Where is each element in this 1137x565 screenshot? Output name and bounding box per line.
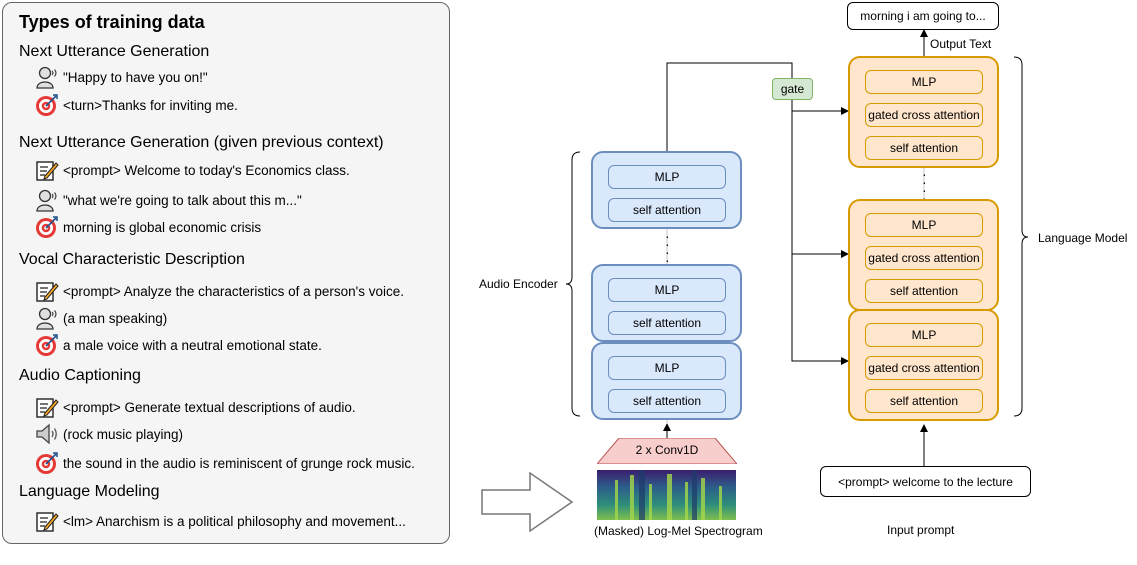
section-title: Next Utterance Generation bbox=[19, 43, 210, 60]
section-title: Next Utterance Generation (given previou… bbox=[19, 134, 384, 151]
gate-box: gate bbox=[772, 78, 813, 100]
language-model-label: Language Model bbox=[1038, 231, 1128, 245]
target-icon bbox=[35, 333, 59, 357]
encoder-layer-block: MLP self attention bbox=[591, 151, 742, 229]
mlp-layer: MLP bbox=[608, 278, 726, 302]
audio-encoder-label: Audio Encoder bbox=[479, 277, 558, 291]
lm-layer-block: MLP gated cross attention self attention bbox=[848, 56, 999, 168]
list-item: <prompt> Generate textual descriptions o… bbox=[35, 395, 356, 419]
section-title: Audio Captioning bbox=[19, 367, 141, 384]
row-text: (rock music playing) bbox=[63, 426, 184, 442]
row-text: (a man speaking) bbox=[63, 310, 168, 326]
self-attention-layer: self attention bbox=[865, 279, 983, 303]
ellipsis-dots: ···· bbox=[922, 166, 927, 206]
speaker-person-icon bbox=[35, 188, 59, 212]
speaker-person-icon bbox=[35, 65, 59, 89]
row-text: <turn>Thanks for inviting me. bbox=[63, 97, 238, 113]
row-text: a male voice with a neutral emotional st… bbox=[63, 337, 322, 353]
mlp-layer: MLP bbox=[865, 213, 983, 237]
prompt-edit-icon bbox=[35, 395, 59, 419]
list-item: a male voice with a neutral emotional st… bbox=[35, 333, 322, 357]
target-icon bbox=[35, 93, 59, 117]
list-item: "Happy to have you on!" bbox=[35, 65, 208, 89]
training-data-panel: Types of training data Next Utterance Ge… bbox=[2, 2, 450, 544]
input-prompt-box: <prompt> welcome to the lecture bbox=[820, 466, 1031, 497]
section-title: Language Modeling bbox=[19, 483, 160, 500]
list-item: (a man speaking) bbox=[35, 306, 167, 330]
row-text: "what we're going to talk about this m..… bbox=[63, 192, 302, 208]
list-item: <lm> Anarchism is a political philosophy… bbox=[35, 509, 406, 533]
conv1d-label: 2 x Conv1D bbox=[635, 443, 699, 457]
list-item: "what we're going to talk about this m..… bbox=[35, 188, 302, 212]
self-attention-layer: self attention bbox=[608, 311, 726, 335]
row-text: <lm> Anarchism is a political philosophy… bbox=[63, 513, 406, 529]
row-text: "Happy to have you on!" bbox=[63, 69, 208, 85]
list-item: <prompt> Analyze the characteristics of … bbox=[35, 279, 404, 303]
gated-cross-attention-layer: gated cross attention bbox=[865, 356, 983, 380]
row-text: <prompt> Welcome to today's Economics cl… bbox=[63, 162, 350, 178]
lm-layer-block: MLP gated cross attention self attention bbox=[848, 309, 999, 421]
row-text: <prompt> Generate textual descriptions o… bbox=[63, 399, 356, 415]
input-prompt-label: Input prompt bbox=[887, 523, 955, 537]
ellipsis-dots: ···· bbox=[665, 228, 670, 268]
flow-arrow-icon bbox=[481, 471, 574, 533]
encoder-layer-block: MLP self attention bbox=[591, 342, 742, 420]
row-text: the sound in the audio is reminiscent of… bbox=[63, 455, 415, 471]
list-item: <prompt> Welcome to today's Economics cl… bbox=[35, 158, 350, 182]
spectrogram-label: (Masked) Log-Mel Spectrogram bbox=[594, 524, 763, 538]
mlp-layer: MLP bbox=[865, 323, 983, 347]
gated-cross-attention-layer: gated cross attention bbox=[865, 246, 983, 270]
self-attention-layer: self attention bbox=[608, 198, 726, 222]
self-attention-layer: self attention bbox=[865, 389, 983, 413]
list-item: <turn>Thanks for inviting me. bbox=[35, 93, 238, 117]
section-title: Vocal Characteristic Description bbox=[19, 251, 245, 268]
list-item: the sound in the audio is reminiscent of… bbox=[35, 451, 415, 475]
mlp-layer: MLP bbox=[608, 356, 726, 380]
lm-layer-block: MLP gated cross attention self attention bbox=[848, 199, 999, 311]
prompt-edit-icon bbox=[35, 509, 59, 533]
mlp-layer: MLP bbox=[608, 165, 726, 189]
prompt-edit-icon bbox=[35, 279, 59, 303]
list-item: (rock music playing) bbox=[35, 422, 183, 446]
self-attention-layer: self attention bbox=[608, 389, 726, 413]
mlp-layer: MLP bbox=[865, 70, 983, 94]
encoder-layer-block: MLP self attention bbox=[591, 264, 742, 342]
speaker-person-icon bbox=[35, 306, 59, 330]
prompt-edit-icon bbox=[35, 158, 59, 182]
target-icon bbox=[35, 451, 59, 475]
row-text: <prompt> Analyze the characteristics of … bbox=[63, 283, 405, 299]
loudspeaker-icon bbox=[35, 422, 59, 446]
output-text-box: morning i am going to... bbox=[847, 2, 999, 30]
target-icon bbox=[35, 215, 59, 239]
panel-title: Types of training data bbox=[19, 12, 205, 32]
list-item: morning is global economic crisis bbox=[35, 215, 261, 239]
conv1d-block: 2 x Conv1D bbox=[597, 438, 737, 464]
output-text-label: Output Text bbox=[930, 37, 992, 51]
row-text: morning is global economic crisis bbox=[63, 219, 262, 235]
spectrogram-image bbox=[597, 470, 736, 520]
gated-cross-attention-layer: gated cross attention bbox=[865, 103, 983, 127]
self-attention-layer: self attention bbox=[865, 136, 983, 160]
